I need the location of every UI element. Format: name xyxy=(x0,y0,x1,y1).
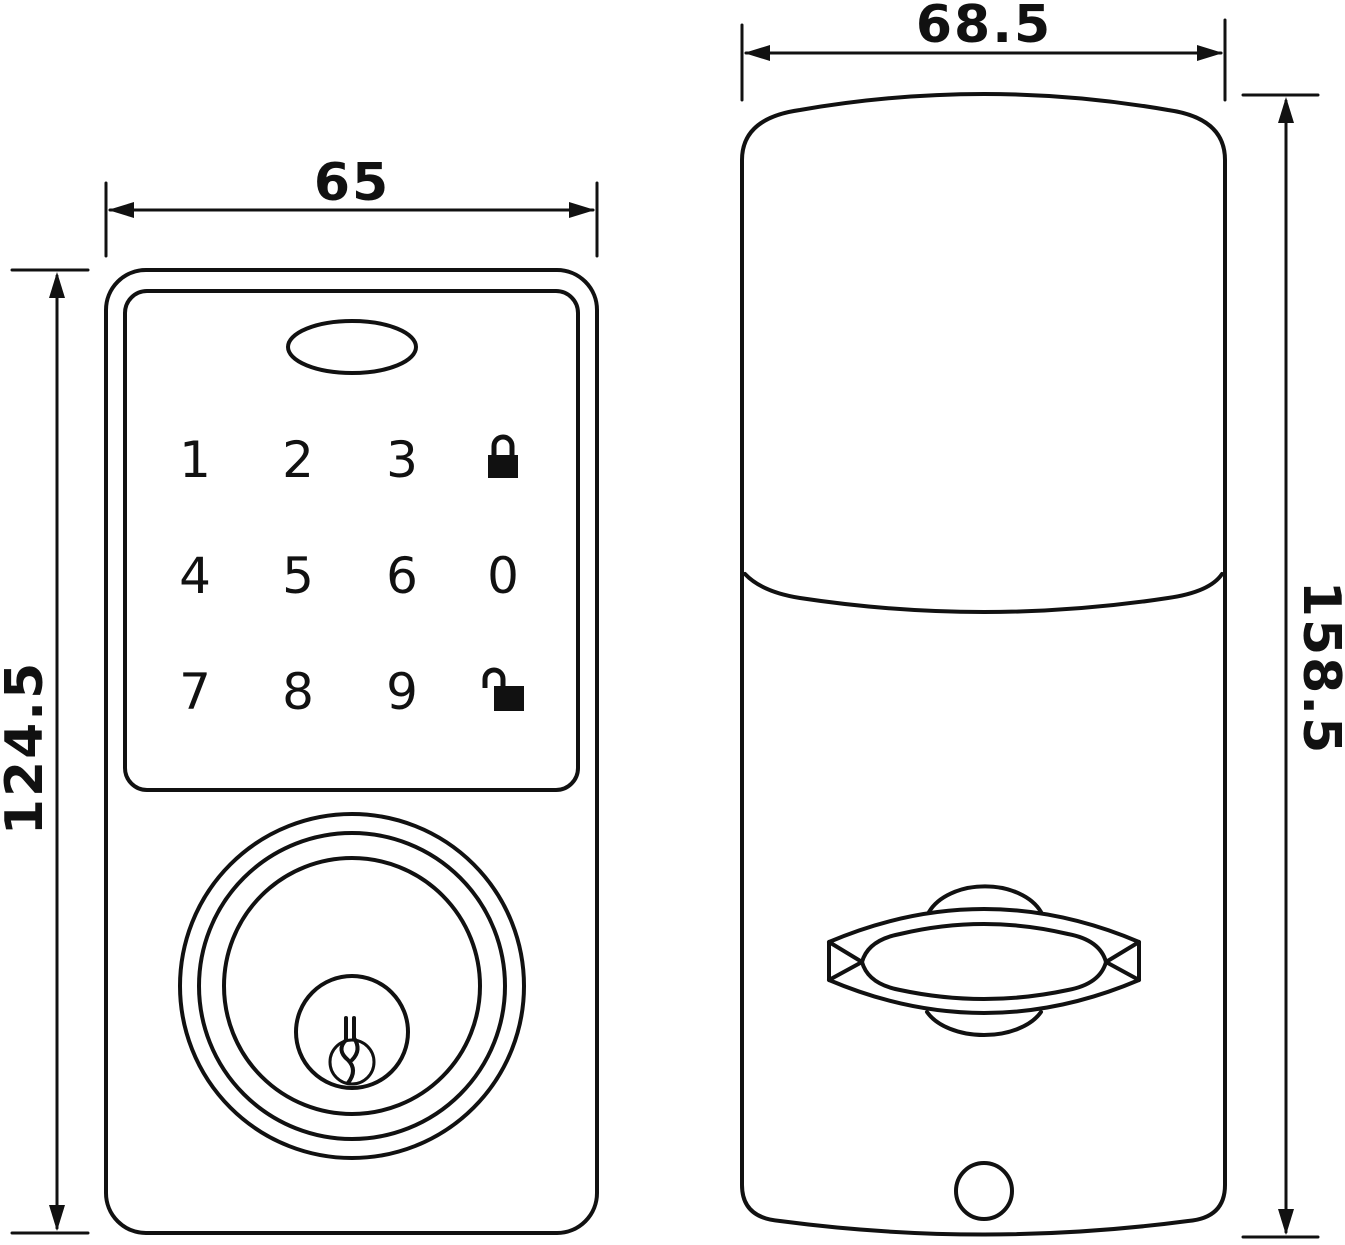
key-9[interactable]: 9 xyxy=(386,663,418,721)
back-height-dimension: 158.5 xyxy=(1241,93,1345,1239)
arrow-down xyxy=(49,1205,65,1231)
keypad-keys: 1 2 3 4 5 6 0 7 8 9 xyxy=(179,431,519,721)
sensor-window xyxy=(286,319,418,375)
front-height-dimension: 124.5 xyxy=(0,268,90,1235)
key-0[interactable]: 0 xyxy=(487,547,519,605)
lock-closed-icon[interactable] xyxy=(488,434,518,478)
thumb-turn-bevel-left xyxy=(827,940,864,982)
thumb-turn-rose-bottom xyxy=(925,1010,1043,1038)
arrow-left xyxy=(108,202,134,218)
keypad-panel xyxy=(123,289,580,792)
key-4[interactable]: 4 xyxy=(179,547,211,605)
keyway-icon xyxy=(339,1016,355,1085)
thumb-turn-rose-top xyxy=(927,884,1043,914)
key-5[interactable]: 5 xyxy=(282,547,314,605)
front-width-dimension: 65 xyxy=(104,153,599,258)
back-width-label: 68.5 xyxy=(916,0,1052,55)
key-1[interactable]: 1 xyxy=(179,431,211,489)
reset-button[interactable] xyxy=(954,1161,1014,1221)
battery-cover-seam xyxy=(743,572,1224,614)
cylinder-inner-ring xyxy=(222,856,482,1116)
cylinder-middle-ring xyxy=(197,831,507,1141)
back-housing xyxy=(740,92,1227,1237)
back-view: 68.5 158.5 xyxy=(740,0,1345,1239)
back-height-label: 158.5 xyxy=(1291,581,1345,755)
key-3[interactable]: 3 xyxy=(386,431,418,489)
arrow-right xyxy=(569,202,595,218)
keyway-edge xyxy=(350,1016,360,1062)
arrow-up xyxy=(49,272,65,298)
key-7[interactable]: 7 xyxy=(179,663,211,721)
lock-open-icon[interactable] xyxy=(482,667,524,711)
keyhole-pin xyxy=(328,1038,376,1086)
keyhole-plug xyxy=(294,974,410,1090)
key-6[interactable]: 6 xyxy=(386,547,418,605)
cylinder-outer-ring xyxy=(178,812,526,1160)
thumb-turn-bevel-right xyxy=(1104,940,1141,982)
arrow-up xyxy=(1278,97,1294,123)
front-escutcheon xyxy=(104,268,599,1235)
key-cylinder xyxy=(178,812,526,1160)
key-2[interactable]: 2 xyxy=(282,431,314,489)
back-width-dimension: 68.5 xyxy=(740,0,1227,102)
thumb-turn[interactable] xyxy=(827,884,1141,1038)
front-height-label: 124.5 xyxy=(0,661,55,835)
arrow-left xyxy=(744,45,770,61)
arrow-right xyxy=(1197,45,1223,61)
thumb-turn-face xyxy=(860,922,1108,1001)
front-view: 65 124.5 1 2 3 4 5 6 0 7 8 9 xyxy=(0,153,599,1235)
arrow-down xyxy=(1278,1209,1294,1235)
front-width-label: 65 xyxy=(314,153,390,213)
key-8[interactable]: 8 xyxy=(282,663,314,721)
